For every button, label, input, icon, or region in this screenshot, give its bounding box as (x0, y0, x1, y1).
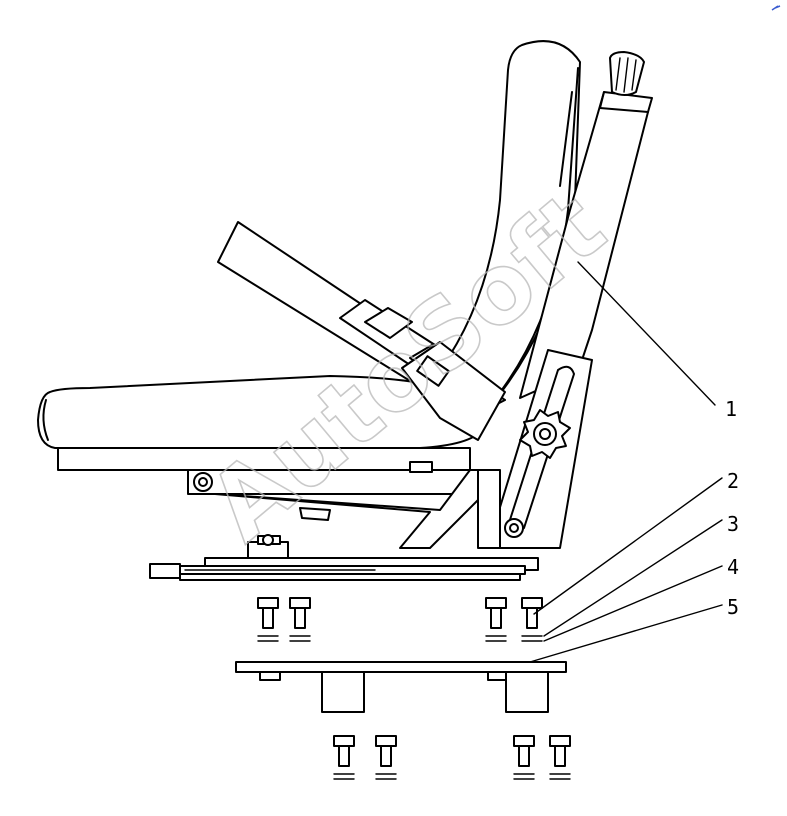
corner-mark-icon (771, 5, 781, 11)
star-knob-icon (519, 409, 571, 459)
leader-line-5 (529, 604, 723, 663)
bolt-icon (521, 597, 543, 642)
bolt-icon (549, 735, 571, 780)
callouts: 1 2 3 4 5 (725, 397, 739, 619)
suspension (187, 461, 501, 549)
callout-1: 1 (725, 397, 737, 421)
seat-base-rails (149, 534, 539, 581)
bolt-set-lower (333, 735, 571, 780)
callout-3: 3 (727, 512, 739, 536)
callout-4: 4 (727, 555, 739, 579)
bolt-icon (333, 735, 355, 780)
leader-lines (529, 261, 723, 663)
leader-line-4 (543, 565, 723, 642)
bolt-icon (485, 597, 507, 642)
bolt-icon (513, 735, 535, 780)
backrest-frame (519, 91, 653, 399)
mounting-plate (235, 661, 567, 713)
adjust-knob-icon (609, 51, 645, 96)
belt-buckle (401, 341, 506, 441)
bolt-icon (257, 597, 279, 642)
leader-line-3 (543, 519, 723, 637)
leader-line-1 (577, 261, 716, 406)
callout-5: 5 (727, 595, 739, 619)
callout-2: 2 (727, 469, 739, 493)
bolt-set-upper (257, 597, 543, 642)
bolt-icon (289, 597, 311, 642)
bolt-icon (375, 735, 397, 780)
leader-line-2 (533, 477, 723, 615)
